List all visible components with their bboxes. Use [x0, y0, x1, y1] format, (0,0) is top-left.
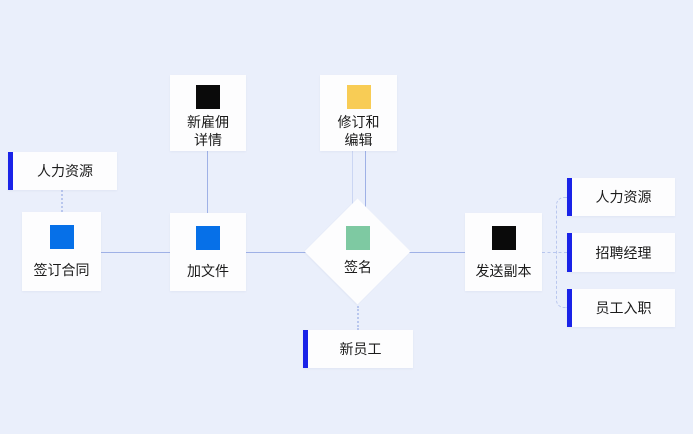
node-hiring-manager-label: 招聘经理: [595, 245, 652, 262]
black-square-icon: [491, 226, 516, 250]
node-new-hire-details-label: 新雇佣 详情: [187, 115, 229, 149]
node-hr-top[interactable]: 人力资源: [8, 152, 117, 190]
connector-revise-to-signature-left: [352, 151, 353, 209]
node-new-hire-details[interactable]: 新雇佣 详情: [170, 75, 246, 151]
connector-revise-to-signature-right: [365, 151, 366, 211]
node-hr-right-label: 人力资源: [595, 190, 652, 206]
node-add-file[interactable]: 加文件: [170, 213, 246, 291]
green-square-icon: [346, 226, 370, 250]
node-employee-onboarding[interactable]: 员工入职: [567, 289, 675, 327]
connector-signature-to-new-employee: [357, 306, 359, 330]
blue-square-icon: [49, 225, 74, 249]
connector-hr-to-sign-contract: [61, 190, 63, 212]
node-sign-contract-label: 签订合同: [33, 263, 90, 279]
node-employee-onboarding-label: 员工入职: [595, 301, 652, 317]
connector-add-file-to-signature: [246, 252, 308, 253]
node-revise-edit[interactable]: 修订和 编辑: [320, 75, 397, 151]
black-square-icon: [196, 85, 220, 109]
node-send-copy-label: 发送副本: [475, 264, 532, 280]
node-signature[interactable]: 签名: [304, 198, 411, 305]
node-send-copy[interactable]: 发送副本: [465, 213, 542, 291]
connector-signature-to-send-copy: [404, 252, 465, 253]
node-hr-right[interactable]: 人力资源: [567, 178, 675, 216]
node-revise-edit-label: 修订和 编辑: [337, 115, 380, 149]
connector-send-copy-to-branch: [542, 252, 567, 253]
yellow-square-icon: [346, 85, 371, 109]
connector-new-hire-to-add-file: [207, 151, 208, 213]
node-signature-label: 签名: [344, 260, 372, 276]
node-sign-contract[interactable]: 签订合同: [22, 212, 101, 291]
node-hr-top-label: 人力资源: [37, 164, 93, 180]
blue-square-icon: [196, 226, 220, 250]
node-new-employee[interactable]: 新员工: [303, 330, 413, 368]
connector-branch-bracket: [556, 197, 567, 308]
node-add-file-label: 加文件: [187, 264, 229, 280]
node-hiring-manager[interactable]: 招聘经理: [567, 233, 675, 272]
connector-sign-contract-to-add-file: [101, 252, 170, 253]
node-new-employee-label: 新员工: [339, 342, 382, 358]
